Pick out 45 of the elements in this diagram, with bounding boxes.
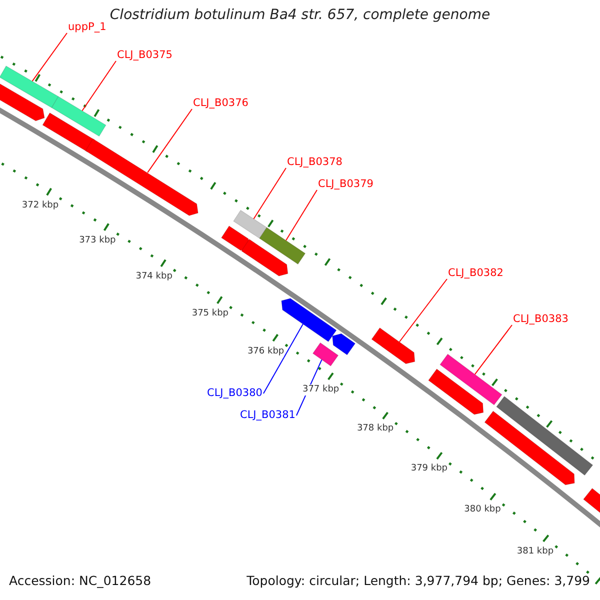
leader-line <box>82 60 116 112</box>
leader-line <box>286 190 318 241</box>
gene-label: CLJ_B0375 <box>117 49 172 62</box>
gene-block <box>233 210 268 239</box>
gene-label: CLJ_B0381 <box>240 409 296 422</box>
scale-label: 377 kbp <box>302 384 340 396</box>
gene-label: CLJ_B0376 <box>193 97 248 110</box>
gene-block <box>440 354 502 406</box>
scale-label: 378 kbp <box>356 424 394 435</box>
scale-label: 375 kbp <box>192 308 229 320</box>
gene-label: CLJ_B0383 <box>513 313 568 326</box>
leader-line <box>253 168 286 220</box>
title: Clostridium botulinum Ba4 str. 657, complete genome <box>108 9 492 22</box>
pointed-gene-block <box>0 82 45 122</box>
scale-label: 379 kbp <box>410 464 448 475</box>
gene-block <box>259 227 306 265</box>
pointed-gene-block <box>85 138 198 216</box>
footer-text: Topology: circular; Length: 3,977,794 bp; Genes: 3,799 <box>246 574 590 587</box>
gene-label: CLJ_B0382 <box>448 267 504 280</box>
gene-label: CLJ_B0380 <box>207 387 262 400</box>
leader-line <box>262 324 304 394</box>
gene-block <box>496 396 594 476</box>
pointed-gene-block <box>241 238 288 276</box>
gene-label: uppP_1 <box>68 21 106 34</box>
leader-line <box>147 108 192 174</box>
pointed-gene-block <box>332 333 356 356</box>
pointed-gene-block <box>428 368 484 415</box>
scale-label: 372 kbp <box>22 200 59 212</box>
leader-line <box>398 278 448 342</box>
leader-line <box>474 324 512 375</box>
gene-label: CLJ_B0379 <box>318 178 374 191</box>
scale-label: 374 kbp <box>136 272 172 283</box>
pointed-gene-block <box>221 226 250 251</box>
pointed-gene-block <box>371 327 416 364</box>
gene-block <box>0 66 59 108</box>
gene-block <box>51 96 106 137</box>
scale-label: 381 kbp <box>516 546 554 558</box>
pointed-gene-block <box>484 410 575 486</box>
gene-label: CLJ_B0378 <box>287 156 342 169</box>
leader-line <box>32 32 68 82</box>
pointed-gene-block <box>281 298 337 342</box>
scale-label: 380 kbp <box>464 504 501 516</box>
scale-label: 376 kbp <box>247 346 284 358</box>
scale-label: 373 kbp <box>79 236 116 247</box>
footer-text: Accession: NC_012658 <box>9 574 152 587</box>
